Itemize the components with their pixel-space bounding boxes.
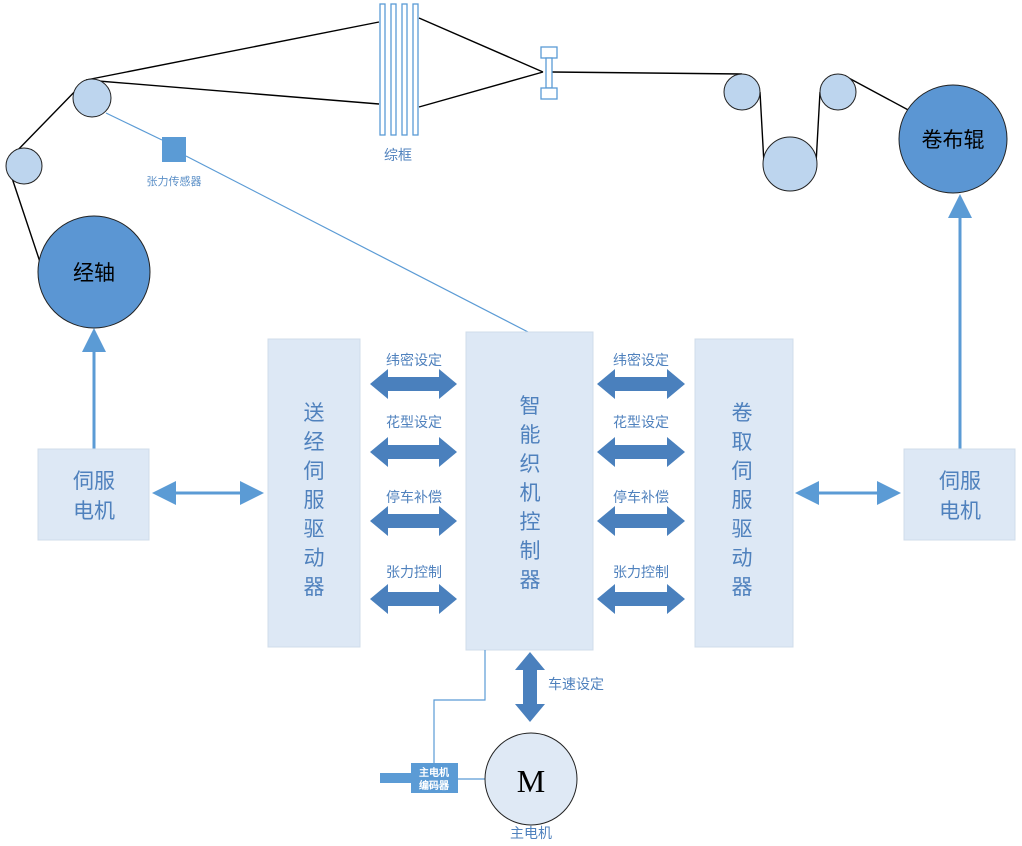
svg-text:电机: 电机 bbox=[73, 499, 115, 523]
servo-motor-left: 伺服 电机 bbox=[37, 448, 150, 541]
svg-text:伺: 伺 bbox=[732, 459, 753, 483]
signal-label: 停车补偿 bbox=[613, 489, 669, 506]
heddle-frames bbox=[379, 3, 419, 136]
svg-text:主电机: 主电机 bbox=[419, 766, 449, 779]
signal-double-arrow bbox=[370, 584, 457, 614]
svg-text:智: 智 bbox=[520, 394, 541, 418]
svg-text:M: M bbox=[517, 763, 545, 799]
svg-text:编码器: 编码器 bbox=[419, 779, 450, 792]
svg-text:制: 制 bbox=[520, 539, 541, 563]
svg-text:器: 器 bbox=[520, 568, 541, 592]
svg-text:能: 能 bbox=[520, 423, 541, 447]
servo-motor-right: 伺服 电机 bbox=[903, 448, 1016, 541]
speed-setting-arrow bbox=[515, 652, 545, 722]
take-up-roller bbox=[723, 73, 761, 111]
svg-text:动: 动 bbox=[732, 546, 753, 570]
svg-text:取: 取 bbox=[732, 430, 753, 454]
loom-controller: 智 能 织 机 控 制 器 bbox=[465, 331, 594, 651]
svg-text:器: 器 bbox=[732, 575, 753, 599]
take-up-roller bbox=[819, 73, 857, 111]
guide-roller bbox=[5, 147, 43, 185]
svg-text:控: 控 bbox=[520, 510, 541, 534]
signal-label: 张力控制 bbox=[386, 565, 442, 581]
signal-double-arrow bbox=[597, 369, 685, 399]
signal-double-arrow bbox=[597, 584, 685, 614]
heddle-label: 综框 bbox=[384, 148, 412, 164]
signal-double-arrow bbox=[370, 437, 457, 467]
back-rest-roller bbox=[72, 78, 112, 118]
svg-text:经: 经 bbox=[304, 430, 325, 454]
take-up-roller bbox=[762, 136, 818, 192]
reed bbox=[540, 46, 558, 100]
main-motor-label: 主电机 bbox=[510, 826, 552, 842]
svg-text:电机: 电机 bbox=[939, 499, 981, 523]
signal-label: 花型设定 bbox=[613, 415, 669, 431]
signal-double-arrow bbox=[597, 437, 685, 467]
main-motor-encoder: 主电机 编码器 bbox=[411, 763, 458, 793]
tension-sensor bbox=[162, 137, 186, 162]
svg-text:服: 服 bbox=[732, 488, 753, 512]
motor-shaft bbox=[380, 773, 412, 783]
svg-text:器: 器 bbox=[304, 575, 325, 599]
svg-text:送: 送 bbox=[304, 401, 325, 425]
signal-double-arrow bbox=[597, 506, 685, 536]
signal-double-arrow bbox=[370, 369, 457, 399]
svg-text:服: 服 bbox=[304, 488, 325, 512]
svg-text:经轴: 经轴 bbox=[73, 261, 115, 285]
signal-label: 纬密设定 bbox=[386, 352, 442, 369]
signal-label: 张力控制 bbox=[613, 565, 669, 581]
cloth-roller: 卷布辊 bbox=[898, 84, 1008, 194]
svg-text:卷布辊: 卷布辊 bbox=[922, 128, 985, 152]
tension-sensor-label: 张力传感器 bbox=[147, 175, 202, 188]
speed-setting-label: 车速设定 bbox=[548, 676, 604, 693]
signal-label: 停车补偿 bbox=[386, 489, 442, 506]
svg-text:伺服: 伺服 bbox=[939, 469, 981, 493]
svg-text:伺服: 伺服 bbox=[73, 469, 115, 493]
encoder-signal-line bbox=[433, 650, 486, 763]
svg-text:动: 动 bbox=[304, 546, 325, 570]
svg-text:驱: 驱 bbox=[304, 517, 325, 541]
let-off-servo-driver: 送 经 伺 服 驱 动 器 bbox=[267, 338, 361, 648]
svg-text:卷: 卷 bbox=[732, 401, 753, 425]
svg-text:伺: 伺 bbox=[304, 459, 325, 483]
signal-double-arrow bbox=[370, 506, 457, 536]
take-up-servo-driver: 卷 取 伺 服 驱 动 器 bbox=[694, 338, 794, 648]
signal-label: 纬密设定 bbox=[613, 352, 669, 369]
warp-threads bbox=[11, 17, 913, 263]
main-motor: M bbox=[484, 732, 578, 826]
svg-text:织: 织 bbox=[520, 452, 541, 476]
svg-text:机: 机 bbox=[520, 481, 541, 505]
warp-beam: 经轴 bbox=[37, 215, 151, 329]
signal-label: 花型设定 bbox=[386, 415, 442, 431]
svg-text:驱: 驱 bbox=[732, 517, 753, 541]
